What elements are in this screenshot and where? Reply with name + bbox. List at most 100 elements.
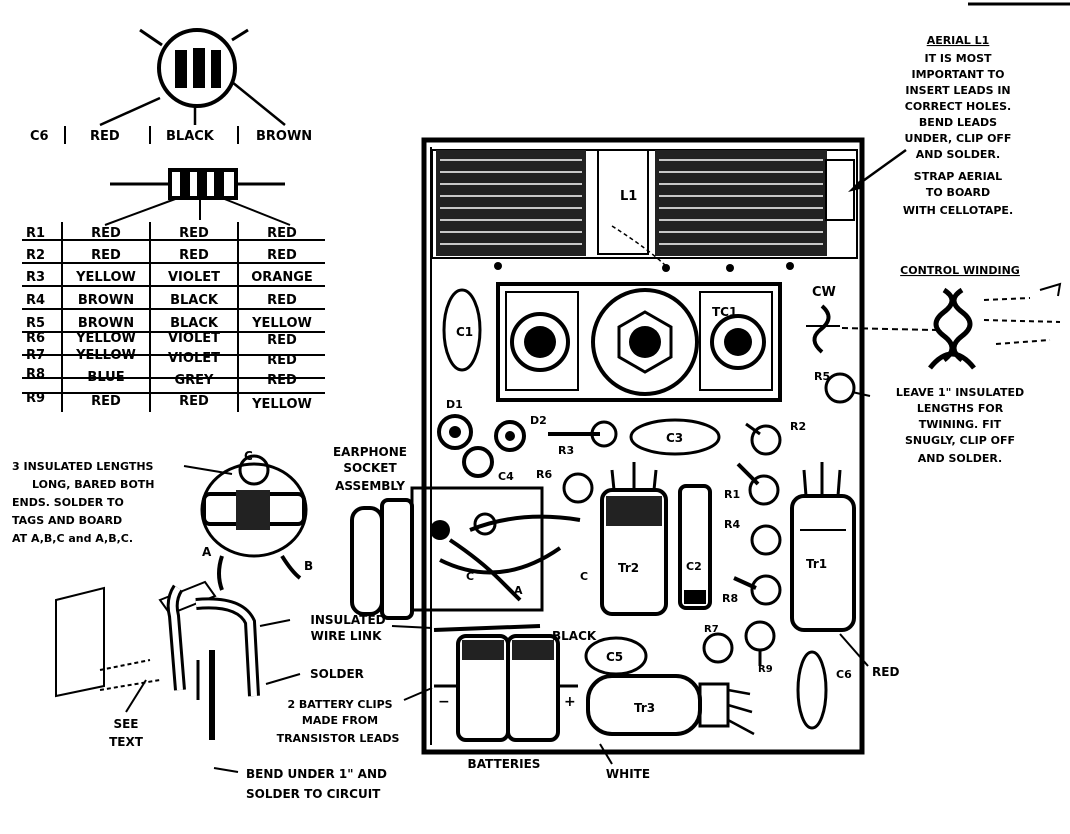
control-note-line: TWINING. FIT (919, 418, 1002, 431)
r8-label: R8 (722, 592, 738, 605)
bend-under-line: BEND UNDER 1" AND (246, 767, 387, 781)
table-cell: RED (267, 293, 297, 308)
table-cell: R8 (26, 367, 45, 382)
table-cell: RED (91, 394, 121, 409)
aerial-note-line: UNDER, CLIP OFF (905, 132, 1012, 145)
table-row: R7 YELLOW VIOLET RED (26, 348, 297, 368)
control-note-line: SNUGLY, CLIP OFF (905, 434, 1015, 447)
earphone-note-line: SOCKET (343, 461, 397, 475)
pinout-lead-2: BLACK (166, 129, 215, 144)
tc1-label: TC1 (712, 305, 737, 319)
solder-note: SOLDER (265, 667, 364, 685)
insulated-note-line: 3 INSULATED LENGTHS (12, 460, 154, 473)
tr2-label: Tr2 (618, 561, 639, 575)
battery-clip-assembly (55, 580, 260, 740)
earphone-note-line: ASSEMBLY (335, 479, 405, 493)
table-cell: GREY (175, 373, 215, 388)
resistor-colour-code: R1 RED RED RED R2 RED RED RED R3 YELLOW … (22, 168, 325, 412)
table-cell: YELLOW (75, 270, 136, 285)
table-cell: BROWN (78, 316, 134, 331)
capacitor-c1 (442, 288, 482, 372)
control-note-title: CONTROL WINDING (900, 264, 1020, 277)
table-cell: YELLOW (75, 331, 136, 346)
table-row: R8 BLUE GREY RED (26, 367, 297, 388)
battery-minus: − (438, 694, 450, 710)
table-row: R3 YELLOW VIOLET ORANGE (26, 270, 313, 285)
tag-label-b: B (304, 559, 313, 573)
bend-under-line: SOLDER TO CIRCUIT (246, 787, 381, 801)
transistor-tr1: Tr1 (790, 462, 856, 632)
resistor-r4 (750, 524, 782, 556)
table-cell: R4 (26, 293, 45, 308)
aerial-coil-l1: L1 (431, 149, 858, 272)
table-cell: RED (179, 394, 209, 409)
aerial-note-line: IMPORTANT TO (912, 68, 1005, 81)
aerial-note-title: AERIAL L1 (927, 34, 990, 47)
aerial-note-line: CORRECT HOLES. (905, 100, 1011, 113)
control-winding-note: CONTROL WINDING LEAVE 1" INSULATED LENGT… (841, 264, 1062, 465)
aerial-note-line: STRAP AERIAL (914, 170, 1002, 183)
table-cell: VIOLET (168, 331, 220, 346)
table-row: R1 RED RED RED (26, 226, 297, 241)
table-cell: YELLOW (75, 348, 136, 363)
table-row: R6 YELLOW VIOLET RED (26, 331, 297, 348)
cw-label: CW (812, 285, 836, 300)
d2-label: D2 (530, 414, 547, 427)
table-cell: BLACK (170, 293, 219, 308)
pinout-lead-1: RED (90, 129, 120, 144)
wire-link-line: INSULATED (310, 613, 385, 627)
bend-under-note: BEND UNDER 1" AND SOLDER TO CIRCUIT (213, 767, 387, 801)
wire-link-note: INSULATED WIRE LINK (259, 613, 433, 643)
table-cell: RED (267, 333, 297, 348)
control-winding-coil (812, 304, 831, 354)
insulated-note-line: ENDS. SOLDER TO (12, 496, 124, 509)
r1-label: R1 (724, 488, 740, 501)
r6-label: R6 (536, 468, 552, 481)
capacitor-c3 (629, 418, 721, 456)
insulated-note-line: LONG, BARED BOTH (32, 478, 155, 491)
transistor-tr2: Tr2 (600, 462, 668, 616)
see-text-line: SEE (113, 717, 138, 731)
table-row: R9 RED RED YELLOW (26, 391, 312, 412)
resistor-r6 (562, 472, 594, 504)
aerial-note-line: BEND LEADS (919, 116, 997, 129)
diode-d2 (494, 420, 526, 452)
battery-clips-note: 2 BATTERY CLIPS MADE FROM TRANSISTOR LEA… (277, 687, 433, 745)
table-row: R4 BROWN BLACK RED (26, 293, 297, 308)
table-cell: RED (267, 226, 297, 241)
pinout-lead-3: BROWN (256, 129, 312, 144)
control-note-line: AND SOLDER. (918, 452, 1002, 465)
tag-assembly: C A B (200, 449, 313, 591)
insulated-note-line: AT A,B,C and A,B,C. (12, 532, 133, 545)
insulated-note-line: TAGS AND BOARD (12, 514, 122, 527)
r2-label: R2 (790, 420, 806, 433)
tag-label-a: A (202, 545, 212, 559)
battery-plus: + (564, 694, 576, 710)
batteries-label: BATTERIES (468, 757, 541, 771)
c5-label: C5 (606, 650, 623, 664)
control-note-line: LENGTHS FOR (917, 402, 1004, 415)
d1-label: D1 (446, 398, 463, 411)
diode-d1 (437, 414, 473, 450)
red-label: RED (872, 665, 899, 679)
resistor-r5 (824, 372, 856, 404)
l1-label: L1 (620, 189, 637, 204)
black-label: BLACK (552, 629, 597, 643)
table-cell: ORANGE (251, 270, 313, 285)
table-cell: RED (267, 248, 297, 263)
c1-label: C1 (456, 325, 473, 339)
aerial-note-line: TO BOARD (926, 186, 990, 199)
table-cell: R1 (26, 226, 45, 241)
aerial-note-line: WITH CELLOTAPE. (903, 204, 1013, 217)
table-cell: RED (179, 248, 209, 263)
pinout-ref: C6 (30, 129, 49, 144)
table-cell: BLUE (87, 370, 124, 385)
white-label: WHITE (606, 767, 650, 781)
table-cell: YELLOW (251, 316, 312, 331)
aerial-note: AERIAL L1 IT IS MOST IMPORTANT TO INSERT… (848, 34, 1013, 217)
table-cell: YELLOW (251, 397, 312, 412)
table-row: R2 RED RED RED (26, 248, 297, 263)
aerial-note-line: INSERT LEADS IN (905, 84, 1010, 97)
